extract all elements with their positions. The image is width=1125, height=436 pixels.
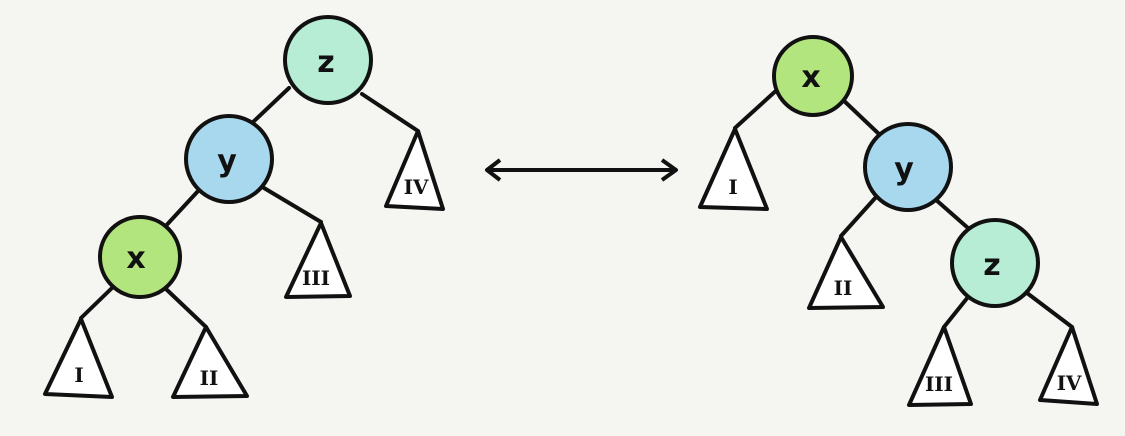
left-subtree-iv: IV bbox=[384, 129, 445, 211]
left-node-x: x bbox=[98, 215, 182, 299]
left-subtree-iii-label: III bbox=[302, 266, 330, 290]
right-node-z-label: z bbox=[983, 248, 1000, 283]
left-node-z-label: z bbox=[317, 45, 334, 80]
left-node-y-label: y bbox=[217, 144, 237, 179]
right-subtree-iv-label: IV bbox=[1057, 371, 1082, 395]
left-node-y: y bbox=[184, 114, 274, 204]
left-edge-z-iv bbox=[360, 92, 420, 133]
right-subtree-ii-label: II bbox=[834, 276, 853, 300]
left-subtree-iii: III bbox=[284, 221, 352, 299]
left-node-z: z bbox=[283, 15, 373, 105]
right-tree: I II III IV x y z bbox=[698, 35, 1099, 407]
right-edge-x-i bbox=[733, 86, 781, 130]
left-tree: I II III IV z y x bbox=[43, 15, 445, 399]
right-subtree-i-label: I bbox=[728, 175, 737, 199]
right-subtree-iii-label: III bbox=[925, 372, 953, 396]
left-subtree-ii: II bbox=[171, 325, 249, 399]
right-node-z: z bbox=[950, 218, 1040, 308]
left-subtree-iv-label: IV bbox=[404, 175, 429, 199]
left-edge-x-ii bbox=[164, 287, 208, 329]
left-edge-x-i bbox=[79, 285, 115, 320]
right-node-y-label: y bbox=[894, 152, 914, 187]
right-edge-x-y bbox=[839, 96, 882, 137]
right-subtree-iv: IV bbox=[1038, 325, 1099, 406]
right-edge-y-z bbox=[933, 197, 970, 230]
right-edge-y-ii bbox=[839, 194, 879, 238]
left-edge-y-x bbox=[160, 188, 201, 232]
arrow-head-right bbox=[660, 158, 678, 182]
left-edge-y-iii bbox=[262, 186, 323, 224]
left-subtree-i-label: I bbox=[74, 363, 83, 387]
right-subtree-i: I bbox=[698, 127, 769, 211]
right-node-x: x bbox=[772, 35, 854, 117]
left-edge-z-y bbox=[249, 86, 291, 126]
right-node-y: y bbox=[863, 122, 953, 212]
right-node-x-label: x bbox=[801, 60, 820, 95]
left-subtree-i: I bbox=[43, 317, 114, 399]
right-edge-z-iv bbox=[1025, 291, 1074, 329]
right-subtree-iii: III bbox=[907, 325, 973, 407]
left-subtree-ii-label: II bbox=[200, 366, 219, 390]
right-edge-z-iii bbox=[942, 295, 970, 329]
arrow-head-left bbox=[485, 158, 502, 182]
right-subtree-ii: II bbox=[807, 235, 885, 310]
left-node-x-label: x bbox=[126, 241, 145, 276]
rotation-arrow bbox=[485, 158, 678, 182]
